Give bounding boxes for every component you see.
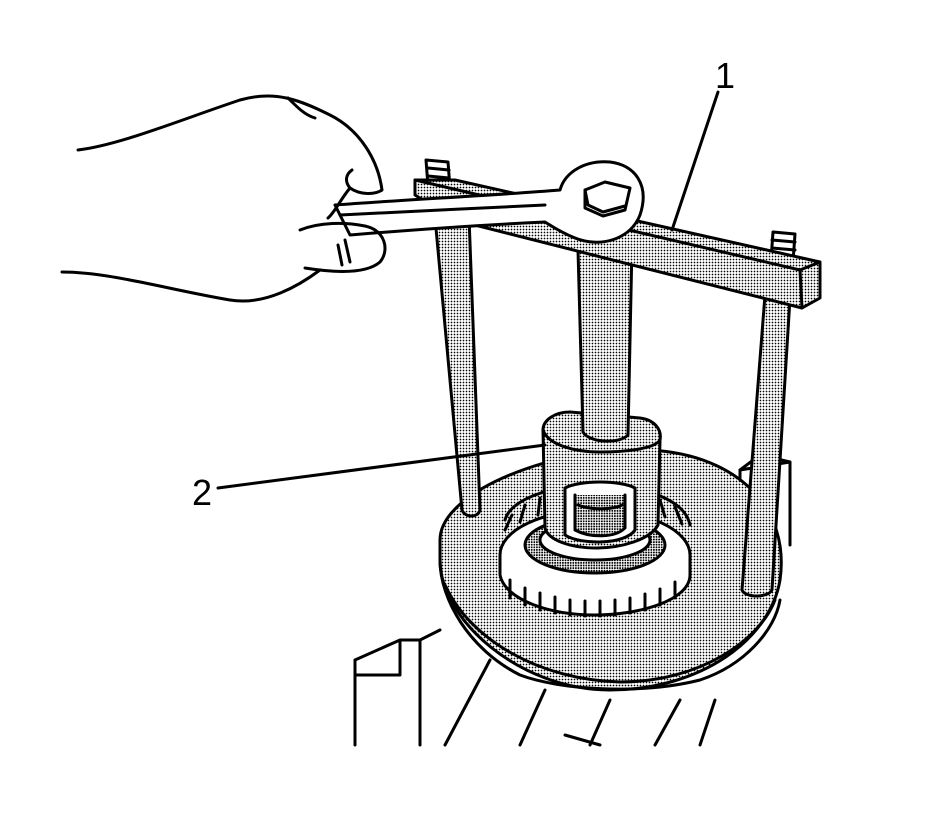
hand bbox=[60, 94, 387, 303]
leader-line-2 bbox=[216, 443, 547, 490]
callout-label-2: 2 bbox=[192, 472, 212, 513]
forcing-screw-shaft bbox=[576, 243, 634, 443]
puller-adapter bbox=[541, 410, 662, 550]
leader-line-1 bbox=[670, 90, 720, 232]
open-end-wrench bbox=[333, 160, 645, 244]
callout-label-1: 1 bbox=[715, 55, 735, 96]
